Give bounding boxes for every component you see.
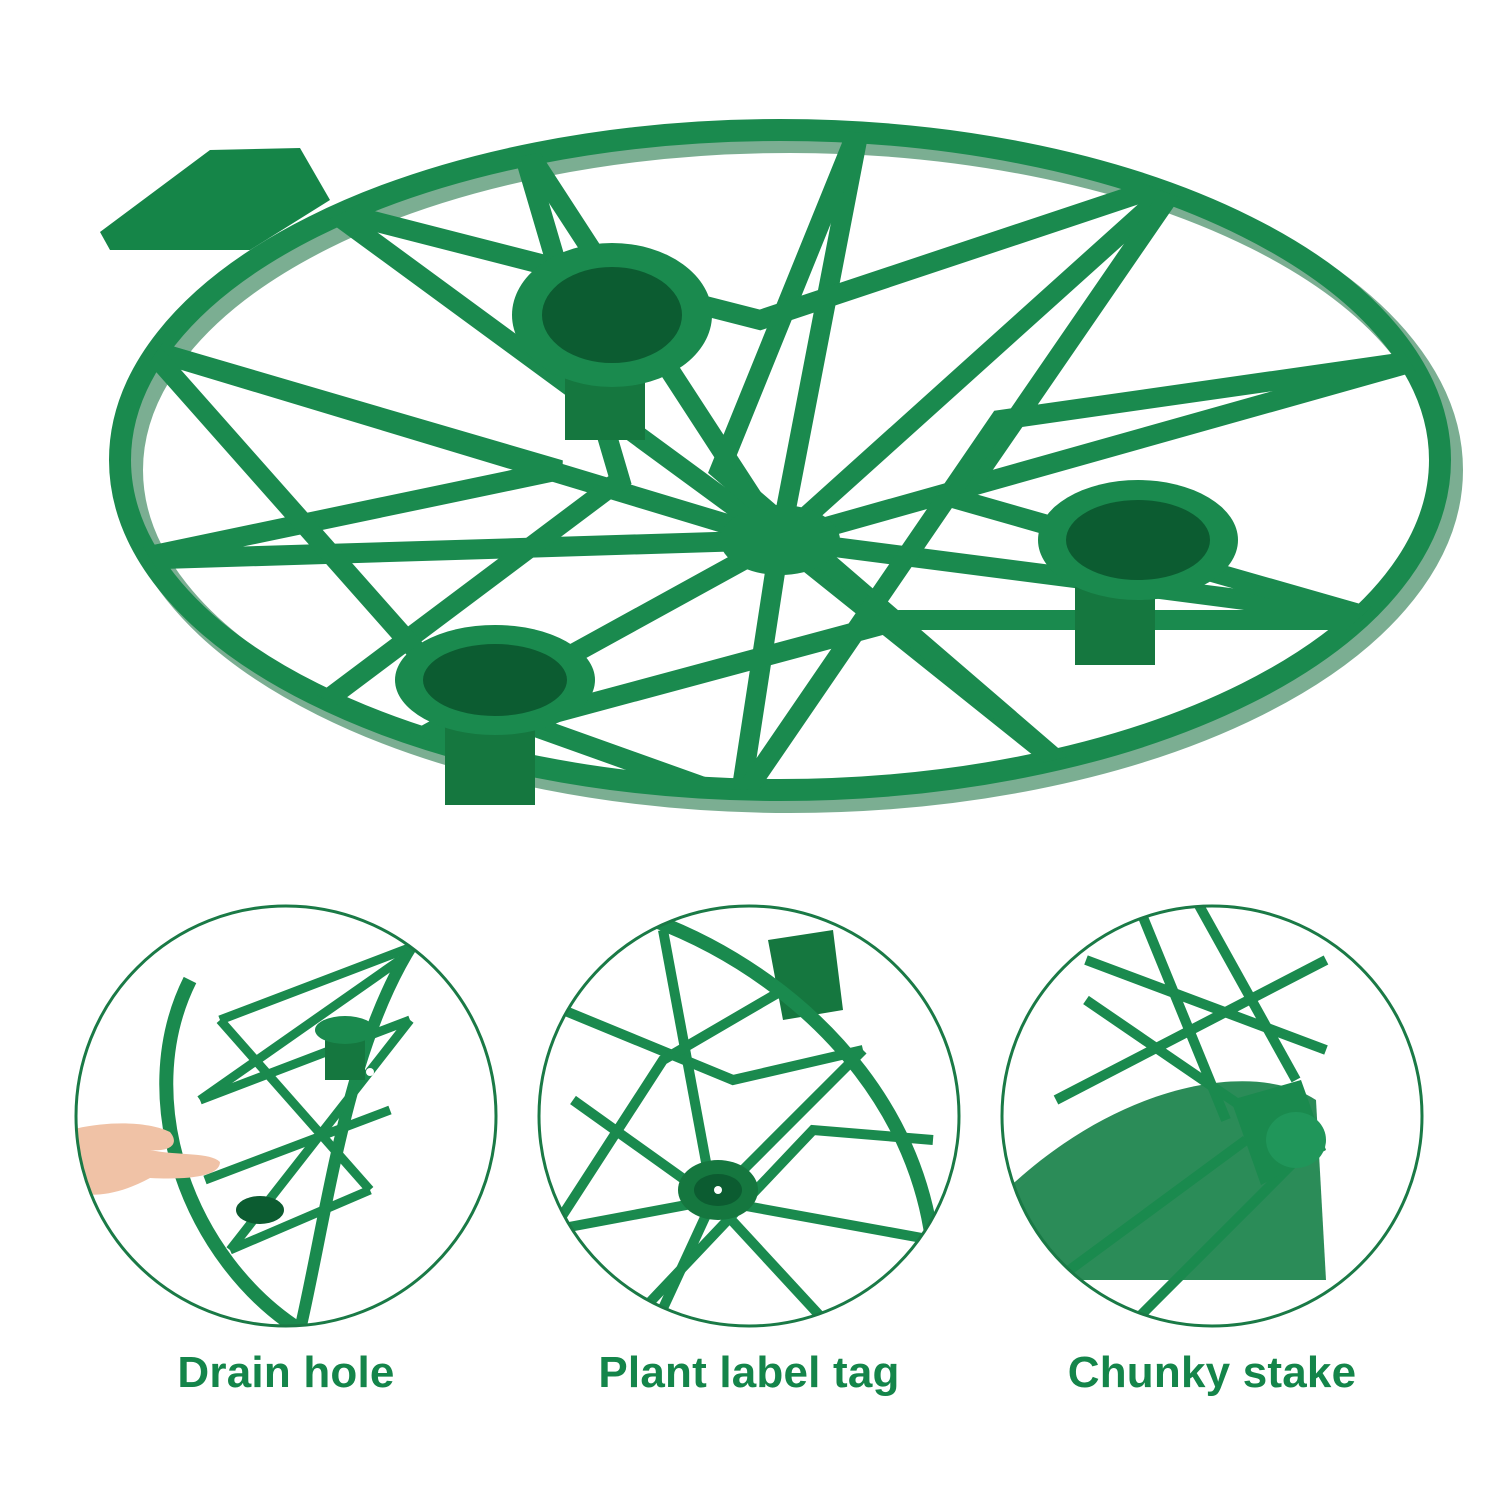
caption-chunky-stake: Chunky stake: [1067, 1348, 1357, 1397]
tray-rim: [109, 119, 1451, 801]
caption-label-tag: Plant label tag: [598, 1348, 900, 1397]
plant-support-tray-image: [100, 119, 1463, 813]
label-tag-detail-image: [537, 904, 961, 1328]
drain-hole-detail-image: [74, 904, 498, 1328]
label-tag: [100, 148, 330, 250]
chunky-stake-detail-image: [1000, 904, 1424, 1328]
peg-cups: [395, 243, 1238, 805]
caption-drain-hole: Drain hole: [177, 1348, 395, 1397]
